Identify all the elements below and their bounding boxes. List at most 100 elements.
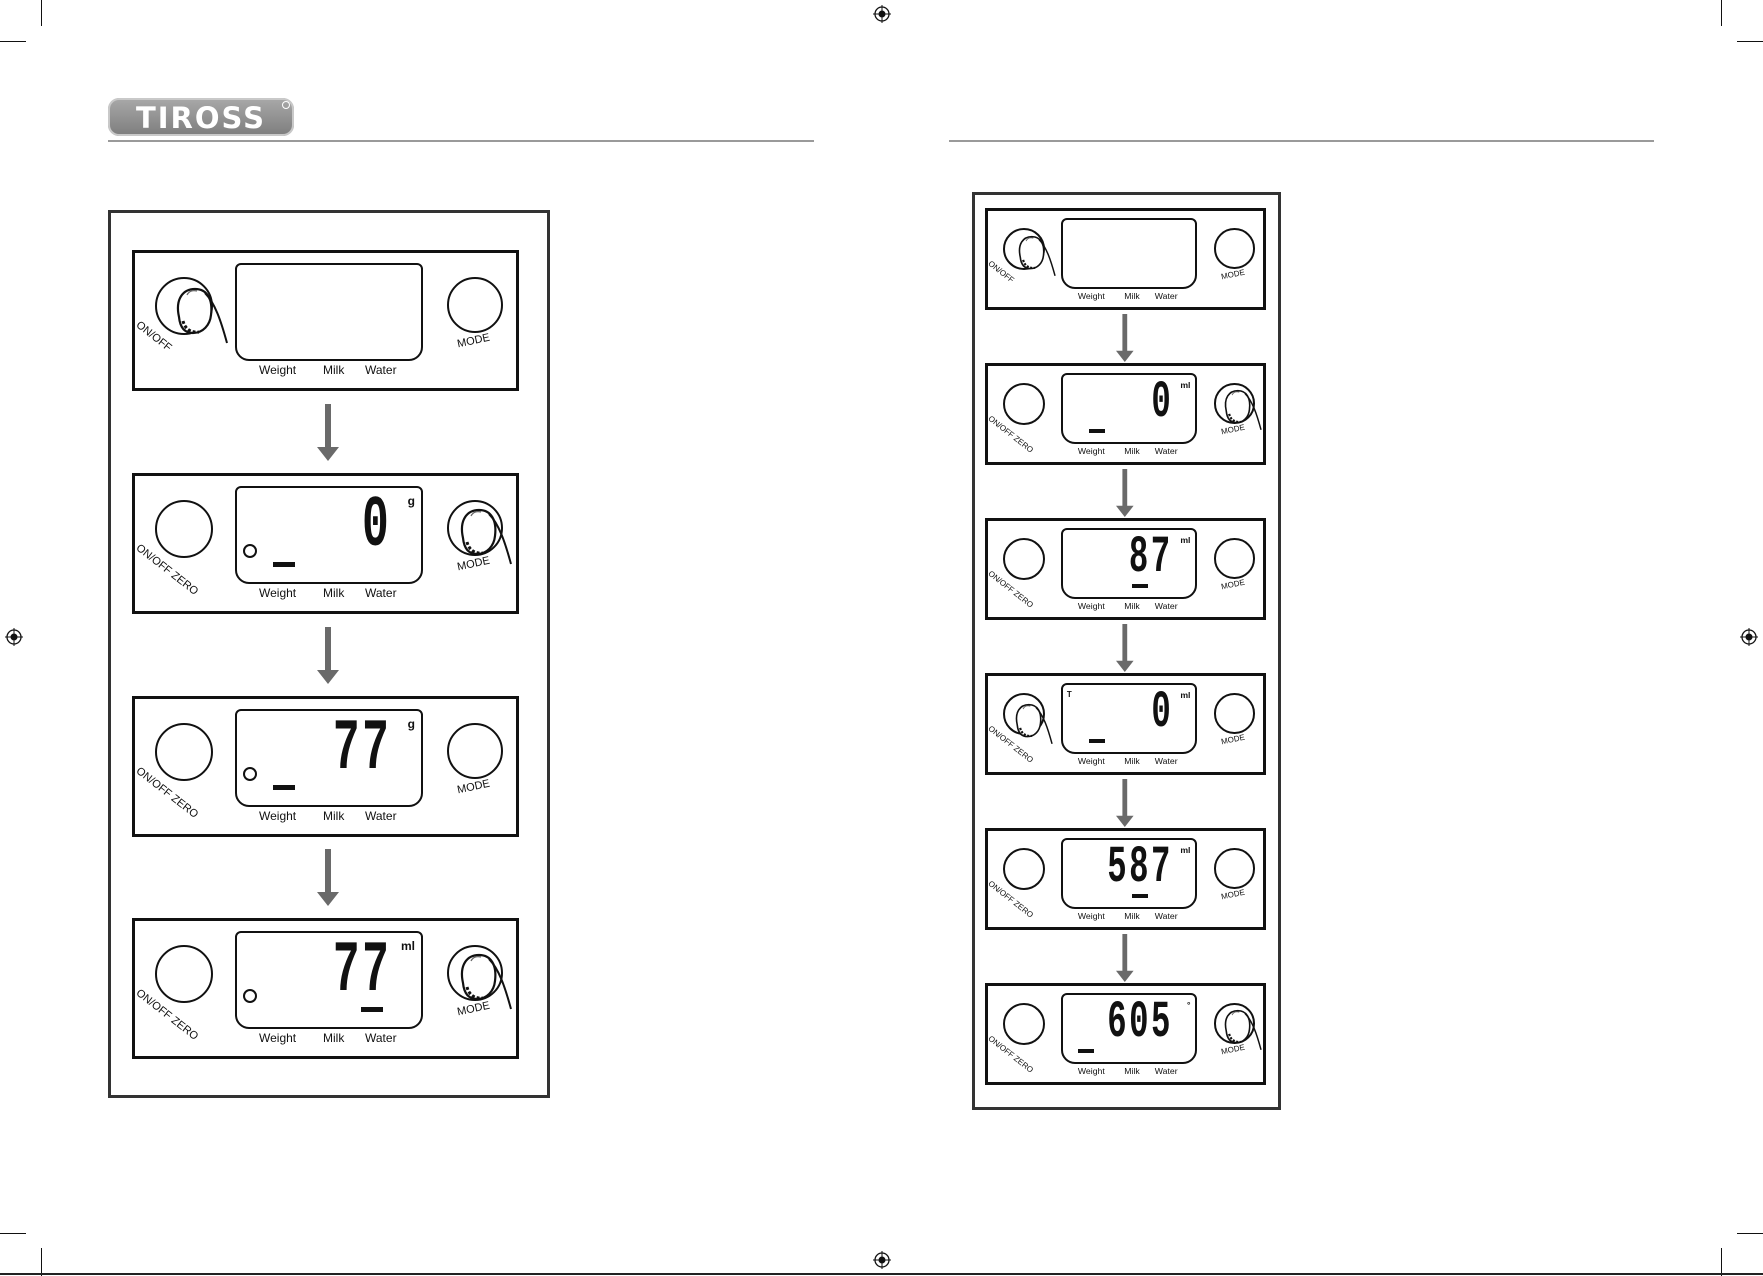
registration-mark-icon <box>5 628 23 646</box>
zero-text: ZERO <box>168 792 201 821</box>
milk-label: Milk <box>1124 290 1140 301</box>
crop-mark <box>0 41 26 42</box>
step-arrow-icon <box>1116 934 1134 982</box>
pressing-finger-icon <box>453 498 513 573</box>
water-label: Water <box>365 1031 397 1045</box>
mode-marker-bar <box>1132 893 1149 898</box>
mode-marker-bar <box>273 785 295 790</box>
water-label: Water <box>1154 1065 1178 1076</box>
reading-digits: 77 <box>332 709 391 790</box>
unit-label: ml <box>1180 534 1191 545</box>
unit-label: g <box>407 717 415 731</box>
water-label: Water <box>365 586 397 600</box>
mode-button[interactable] <box>1214 693 1255 734</box>
weight-label: Weight <box>1077 755 1105 766</box>
milk-label: Milk <box>323 363 345 377</box>
weight-label: Weight <box>259 586 297 600</box>
zero-text: ZERO <box>168 569 201 598</box>
water-label: Water <box>1154 755 1178 766</box>
step-arrow-icon <box>317 627 339 684</box>
pressing-finger-icon <box>1219 1002 1263 1058</box>
registration-mark-icon <box>873 1251 891 1269</box>
reading-digits: 0 <box>361 486 391 567</box>
lcd-display <box>1060 218 1197 290</box>
mode-marker-bar <box>1088 428 1105 433</box>
weight-label: Weight <box>259 1031 297 1045</box>
water-label: Water <box>1154 600 1178 611</box>
reading-digits: 587 <box>1107 838 1174 897</box>
crop-mark <box>41 0 42 26</box>
on-off-zero-button[interactable] <box>1002 1003 1045 1046</box>
lcd-display: 77 g <box>235 709 423 807</box>
unit-label: ml <box>400 939 415 953</box>
pressing-finger-icon <box>1010 696 1054 752</box>
milk-label: Milk <box>1124 755 1140 766</box>
on-off-zero-button[interactable] <box>1002 538 1045 581</box>
crop-mark <box>1737 1233 1763 1234</box>
on-off-zero-button[interactable] <box>155 723 213 781</box>
unit-label: ml <box>1180 844 1191 855</box>
on-off-zero-button[interactable] <box>155 500 213 558</box>
on-off-zero-button[interactable] <box>155 945 213 1003</box>
milk-label: Milk <box>323 1031 345 1045</box>
mode-label: MODE <box>456 331 491 351</box>
mode-marker-bar <box>1132 583 1149 588</box>
mode-label: MODE <box>1220 733 1247 747</box>
milk-label: Milk <box>1124 1065 1140 1076</box>
reading-digits: 87 <box>1129 528 1174 587</box>
mode-label: MODE <box>456 777 491 797</box>
weight-label: Weight <box>259 809 297 823</box>
on-off-zero-button[interactable] <box>1002 383 1045 426</box>
crop-mark <box>1721 0 1722 26</box>
mode-button[interactable] <box>1214 848 1255 889</box>
on-off-zero-button[interactable] <box>1002 848 1045 891</box>
mode-button[interactable] <box>1214 228 1255 269</box>
step-arrow-icon <box>1116 779 1134 827</box>
water-label: Water <box>365 809 397 823</box>
milk-label: Milk <box>323 586 345 600</box>
crop-mark <box>41 1248 42 1276</box>
milk-label: Milk <box>1124 445 1140 456</box>
step-arrow-icon <box>317 849 339 906</box>
mode-marker-bar <box>1088 738 1105 743</box>
lcd-display: 77 ml <box>235 931 423 1029</box>
step-arrow-icon <box>1116 624 1134 672</box>
mode-button[interactable] <box>447 277 503 333</box>
mode-button[interactable] <box>1214 538 1255 579</box>
reading-digits: 77 <box>332 931 391 1012</box>
weight-label: Weight <box>1077 290 1105 301</box>
registration-mark-icon <box>1740 628 1758 646</box>
crop-mark <box>0 1233 26 1234</box>
lcd-display: 605° <box>1060 993 1197 1065</box>
step-arrow-icon <box>317 404 339 461</box>
weight-label: Weight <box>1077 1065 1105 1076</box>
zero-text: ZERO <box>1012 898 1036 920</box>
unit-label: ml <box>1180 379 1191 390</box>
pressing-finger-icon <box>169 277 229 352</box>
crop-mark <box>1737 41 1763 42</box>
mode-marker-bar <box>273 562 295 567</box>
mode-label: MODE <box>1220 888 1247 902</box>
registered-mark-icon <box>282 101 290 109</box>
unit-label: ° <box>1186 999 1191 1010</box>
mode-label: MODE <box>1220 578 1247 592</box>
weight-label: Weight <box>259 363 297 377</box>
page-edge-line <box>0 1273 1763 1275</box>
status-indicator-dot <box>243 989 257 1003</box>
unit-label: g <box>407 494 415 508</box>
mode-button[interactable] <box>447 723 503 779</box>
header-rule-right <box>949 140 1654 142</box>
weight-label: Weight <box>1077 600 1105 611</box>
lcd-display: 587 ml <box>1060 838 1197 910</box>
status-indicator-dot <box>243 767 257 781</box>
lcd-display <box>235 263 423 361</box>
water-label: Water <box>1154 445 1178 456</box>
header-rule-left <box>108 140 814 142</box>
